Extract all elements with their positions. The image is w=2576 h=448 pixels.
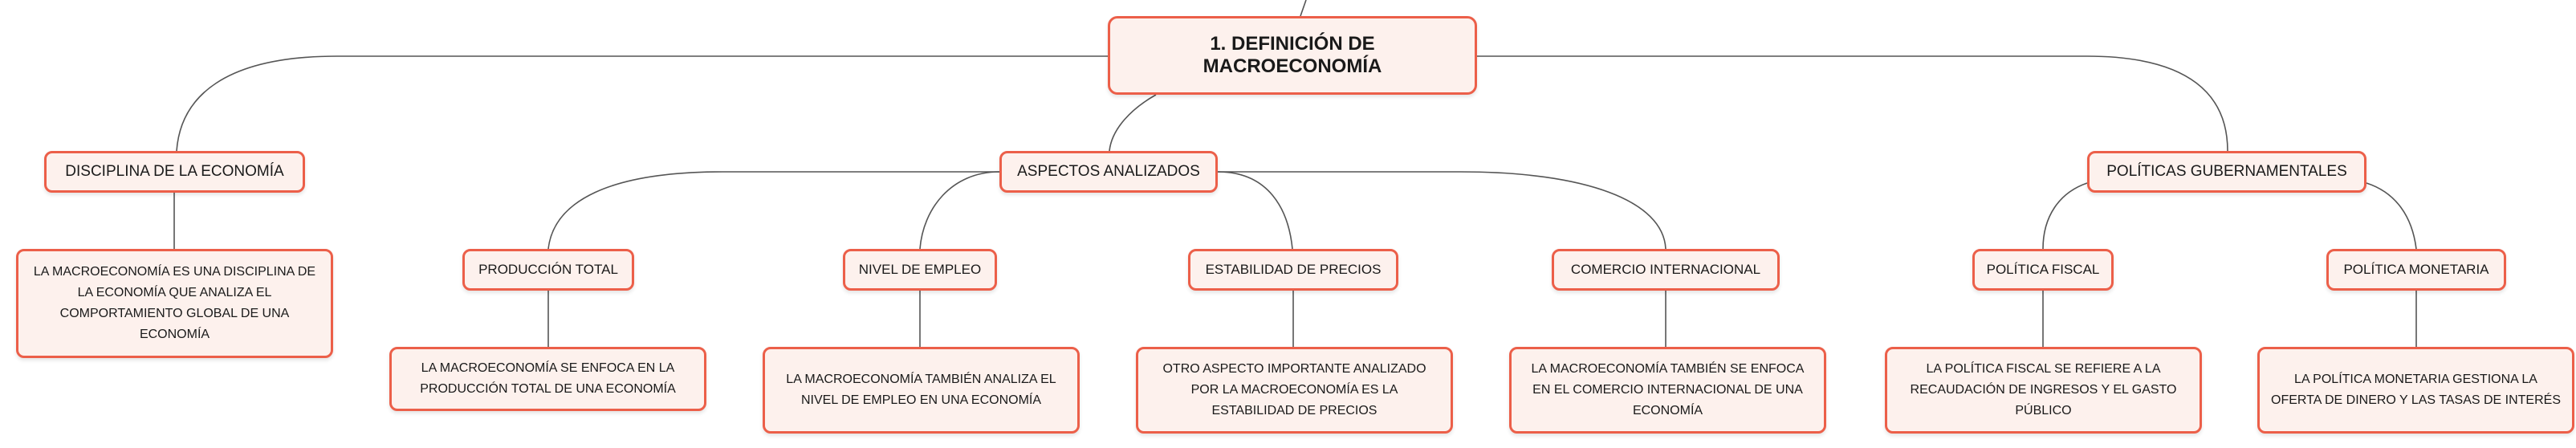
root-node-label: 1. DEFINICIÓN DE MACROECONOMÍA: [1203, 33, 1382, 77]
detail-monetaria-text: LA POLÍTICA MONETARIA GESTIONA LA OFERTA…: [2271, 373, 2561, 407]
detail-fiscal-text: LA POLÍTICA FISCAL SE REFIERE A LA RECAU…: [1910, 362, 2177, 417]
detail-fiscal-node[interactable]: LA POLÍTICA FISCAL SE REFIERE A LA RECAU…: [1885, 347, 2202, 434]
edge-politicas-monetaria: [2366, 182, 2417, 250]
edge-politicas-fiscal: [2042, 182, 2088, 250]
aspect-produccion-label: PRODUCCIÓN TOTAL: [478, 262, 618, 277]
aspect-precios-label: ESTABILIDAD DE PRECIOS: [1205, 262, 1382, 277]
edge-root-top: [1300, 0, 1307, 17]
policy-fiscal-node[interactable]: POLÍTICA FISCAL: [1972, 249, 2114, 291]
edge-root-disciplina: [176, 55, 1108, 152]
policy-fiscal-label: POLÍTICA FISCAL: [1986, 262, 2100, 277]
edge-aspectos-comercio: [1218, 171, 1666, 250]
edge-root-aspectos: [1109, 94, 1157, 152]
branch-disciplina-label: DISCIPLINA DE LA ECONOMÍA: [65, 163, 284, 180]
edge-aspectos-precios: [1217, 171, 1293, 250]
detail-monetaria-node[interactable]: LA POLÍTICA MONETARIA GESTIONA LA OFERTA…: [2257, 347, 2574, 434]
edge-root-politicas: [1477, 55, 2228, 152]
policy-monetaria-label: POLÍTICA MONETARIA: [2343, 262, 2489, 277]
edge-aspectos-produccion: [547, 171, 999, 250]
detail-produccion-node[interactable]: LA MACROECONOMÍA SE ENFOCA EN LA PRODUCC…: [389, 347, 706, 411]
aspect-empleo-node[interactable]: NIVEL DE EMPLEO: [843, 249, 997, 291]
edge-aspectos-empleo: [919, 171, 1000, 250]
policy-monetaria-node[interactable]: POLÍTICA MONETARIA: [2326, 249, 2506, 291]
aspect-comercio-node[interactable]: COMERCIO INTERNACIONAL: [1552, 249, 1780, 291]
aspect-empleo-label: NIVEL DE EMPLEO: [858, 262, 982, 277]
aspect-comercio-label: COMERCIO INTERNACIONAL: [1570, 262, 1761, 277]
detail-comercio-node[interactable]: LA MACROECONOMÍA TAMBIÉN SE ENFOCA EN EL…: [1509, 347, 1826, 434]
branch-disciplina-node[interactable]: DISCIPLINA DE LA ECONOMÍA: [44, 151, 305, 193]
aspect-produccion-node[interactable]: PRODUCCIÓN TOTAL: [462, 249, 634, 291]
aspect-precios-node[interactable]: ESTABILIDAD DE PRECIOS: [1188, 249, 1398, 291]
detail-empleo-node[interactable]: LA MACROECONOMÍA TAMBIÉN ANALIZA EL NIVE…: [763, 347, 1080, 434]
root-node[interactable]: 1. DEFINICIÓN DE MACROECONOMÍA: [1108, 16, 1477, 95]
detail-comercio-text: LA MACROECONOMÍA TAMBIÉN SE ENFOCA EN EL…: [1531, 362, 1805, 417]
detail-produccion-text: LA MACROECONOMÍA SE ENFOCA EN LA PRODUCC…: [420, 361, 676, 396]
branch-politicas-node[interactable]: POLÍTICAS GUBERNAMENTALES: [2087, 151, 2366, 193]
branch-aspectos-label: ASPECTOS ANALIZADOS: [1017, 163, 1200, 180]
detail-precios-node[interactable]: OTRO ASPECTO IMPORTANTE ANALIZADO POR LA…: [1136, 347, 1453, 434]
detail-empleo-text: LA MACROECONOMÍA TAMBIÉN ANALIZA EL NIVE…: [786, 373, 1056, 407]
detail-precios-text: OTRO ASPECTO IMPORTANTE ANALIZADO POR LA…: [1162, 362, 1426, 417]
detail-disciplina-text: LA MACROECONOMÍA ES UNA DISCIPLINA DE LA…: [33, 265, 316, 341]
detail-disciplina-node[interactable]: LA MACROECONOMÍA ES UNA DISCIPLINA DE LA…: [16, 249, 333, 358]
branch-aspectos-node[interactable]: ASPECTOS ANALIZADOS: [999, 151, 1218, 193]
branch-politicas-label: POLÍTICAS GUBERNAMENTALES: [2106, 163, 2347, 180]
